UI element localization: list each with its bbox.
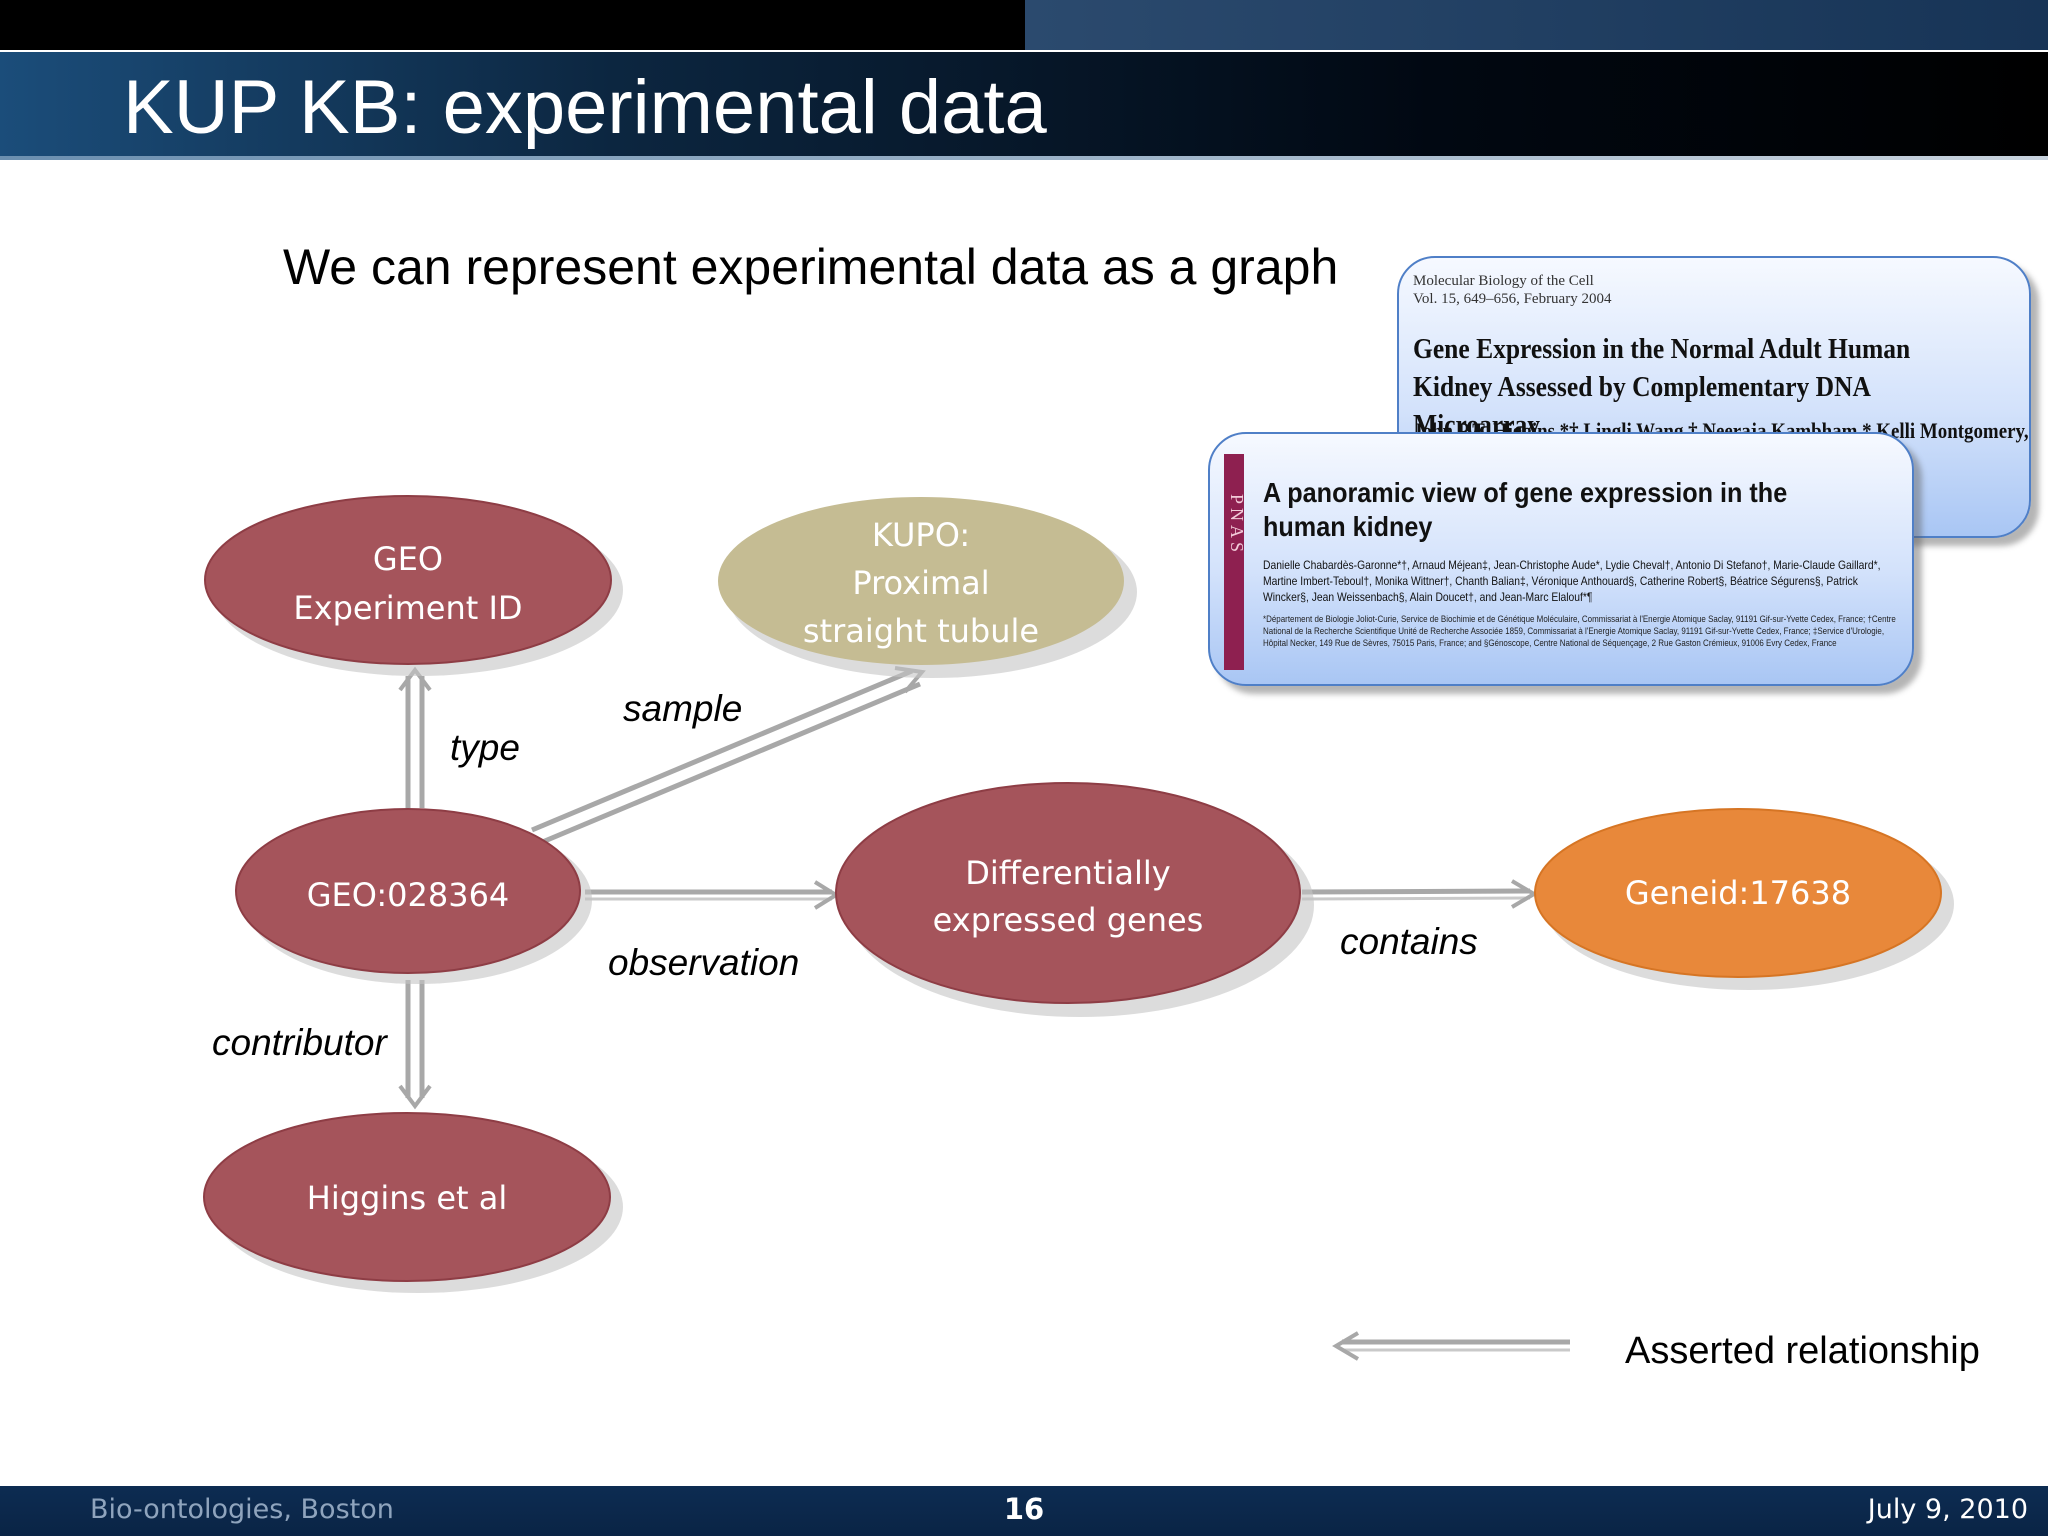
node-label-line1: KUPO: [872, 516, 970, 554]
edge-label-type: type [450, 727, 520, 768]
node-geneid-17638: Geneid:17638 [1534, 808, 1954, 990]
title-divider [0, 156, 2048, 160]
paper-journal-name: Molecular Biology of the Cell [1413, 273, 1594, 289]
edge-label-contains: contains [1340, 921, 1478, 962]
edge-contributor [398, 980, 432, 1110]
paper-title: Gene Expression in the Normal Adult Huma… [1413, 333, 1911, 441]
paper-journal: Molecular Biology of the Cell Vol. 15, 6… [1413, 272, 1611, 308]
footer: Bio-ontologies, Boston 16 July 9, 2010 [0, 1486, 2048, 1536]
node-label: Higgins et al [307, 1179, 508, 1217]
page-number: 16 [1003, 1492, 1045, 1526]
edge-label-contributor: contributor [212, 1022, 388, 1063]
legend-label: Asserted relationship [1625, 1330, 1980, 1372]
node-label: GEO:028364 [307, 876, 510, 914]
top-bar-accent [1025, 0, 2048, 50]
paper-title: A panoramic view of gene expression in t… [1263, 477, 1788, 542]
slide-subtitle: We can represent experimental data as a … [283, 239, 1339, 295]
node-higgins-et-al: Higgins et al [203, 1112, 623, 1293]
pnas-logo-strip: PNAS [1224, 454, 1247, 670]
legend-arrow-icon [1332, 1331, 1570, 1361]
node-geo-experiment-id: GEO Experiment ID [204, 495, 623, 676]
node-differentially-expressed-genes: Differentially expressed genes [835, 782, 1314, 1017]
footer-event: Bio-ontologies, Boston [90, 1494, 394, 1525]
legend: Asserted relationship [1332, 1330, 1980, 1372]
node-kupo-proximal-straight-tubule: KUPO: Proximal straight tubule [718, 497, 1137, 678]
node-label-line3: straight tubule [803, 612, 1039, 650]
paper-journal-volume: Vol. 15, 649–656, February 2004 [1413, 291, 1612, 307]
pnas-logo: PNAS [1227, 494, 1247, 557]
slide-title: KUP KB: experimental data [123, 65, 1047, 150]
title-bar [0, 52, 2048, 156]
footer-date: July 9, 2010 [1867, 1494, 2028, 1525]
edge-type [398, 666, 432, 808]
node-label-line1: Differentially [965, 854, 1170, 892]
paper-snippet-pnas: PNAS A panoramic view of gene expression… [1208, 432, 1914, 686]
paper-authors: Danielle Chabardès-Garonne*†, Arnaud Méj… [1263, 558, 1881, 604]
node-geo-028364: GEO:028364 [235, 808, 592, 984]
paper-affiliations: *Département de Biologie Joliot-Curie, S… [1263, 614, 1896, 649]
node-label: Geneid:17638 [1625, 874, 1851, 912]
node-label-line1: GEO [373, 540, 443, 578]
node-label-line2: expressed genes [933, 901, 1204, 939]
node-label-line2: Proximal [852, 564, 989, 602]
edge-observation [585, 880, 840, 910]
edge-contains [1301, 879, 1538, 909]
edge-label-sample: sample [623, 688, 742, 729]
node-label-line2: Experiment ID [293, 589, 522, 627]
edge-label-observation: observation [608, 942, 799, 983]
